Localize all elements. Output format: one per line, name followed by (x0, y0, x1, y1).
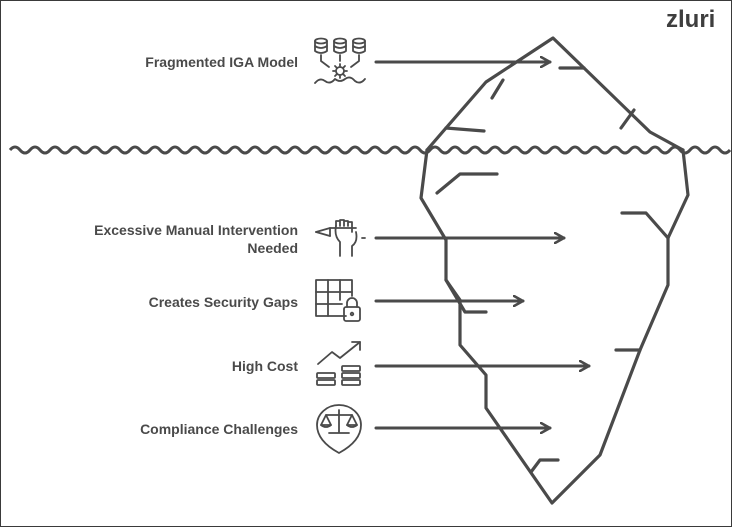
water-line (8, 145, 732, 155)
label-manual-intervention: Excessive Manual Intervention Needed (94, 221, 298, 257)
databases-gear-icon (314, 37, 366, 84)
iceberg-tip (425, 36, 685, 152)
label-high-cost: High Cost (231, 358, 298, 374)
hand-pen-icon (315, 219, 366, 257)
label-compliance: Compliance Challenges (140, 421, 298, 437)
label-manual-line2: Needed (247, 240, 298, 256)
label-fragmented-iga: Fragmented IGA Model (145, 54, 298, 70)
label-security-gaps: Creates Security Gaps (148, 294, 298, 310)
grid-lock-icon (315, 279, 361, 322)
balance-scale-icon (316, 404, 362, 454)
iceberg-base (419, 148, 690, 505)
zluri-logo: zluri (666, 6, 716, 33)
label-manual-line1: Excessive Manual Intervention (94, 222, 298, 238)
rising-cost-icon (316, 341, 361, 386)
arrows (374, 62, 591, 428)
